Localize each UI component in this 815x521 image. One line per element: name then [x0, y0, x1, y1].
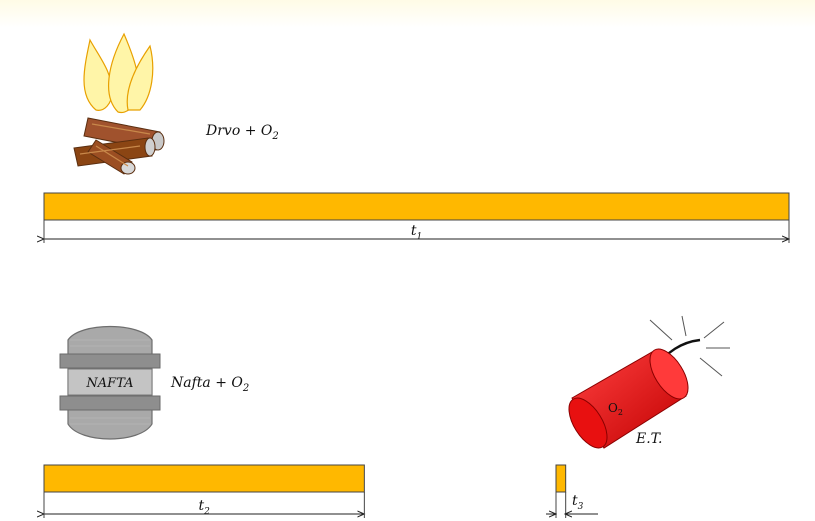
- explosive-time-label: t3: [572, 493, 584, 512]
- oil-burn-time-bar: [43, 464, 365, 493]
- barrel-label: NAFTA: [85, 376, 133, 391]
- oil-reaction-label: Nafta + O2: [170, 375, 249, 394]
- dynamite-stick-label: O2: [608, 401, 623, 417]
- explosive-reaction-label: E.T.: [635, 431, 662, 447]
- oil-time-label: t2: [198, 498, 210, 517]
- explosive-burn-time-bar: [555, 464, 567, 493]
- campfire-icon: [73, 32, 165, 175]
- wood-burn-time-bar: [43, 192, 790, 221]
- logs-shape: [73, 117, 165, 175]
- flame-shape: [83, 32, 154, 114]
- oil-barrel-icon: NAFTA: [59, 326, 161, 440]
- wood-time-label: t1: [411, 223, 422, 242]
- spark-lines: [649, 315, 730, 377]
- top-band: [0, 0, 815, 28]
- wood-reaction-label: Drvo + O2: [205, 123, 279, 142]
- dynamite-icon: O2: [568, 315, 730, 449]
